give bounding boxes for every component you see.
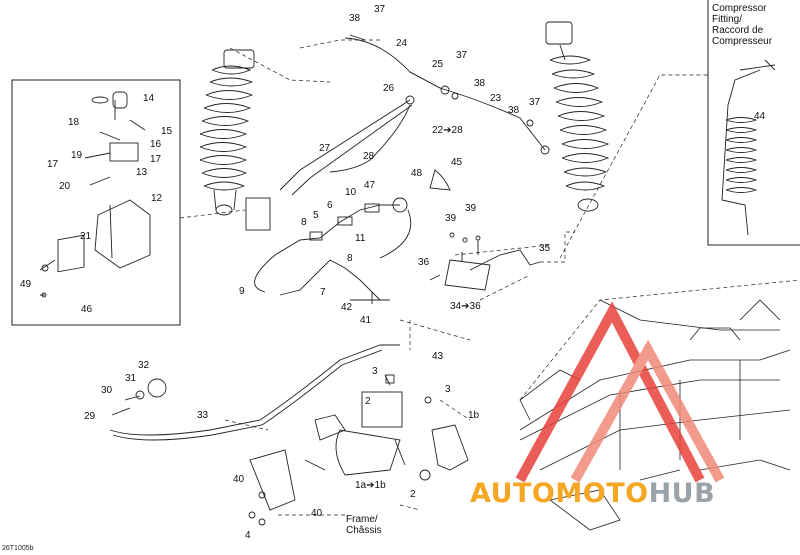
watermark-part2: MOTO — [555, 478, 649, 509]
callout-45: 45 — [451, 157, 463, 168]
callout-7: 7 — [320, 287, 326, 298]
callout-39: 39 — [445, 213, 457, 224]
callout-20: 20 — [59, 181, 71, 192]
callout-17: 17 — [47, 159, 59, 170]
frame-note-line: Châssis — [346, 525, 382, 536]
callout-36: 36 — [418, 257, 430, 268]
callout-27: 27 — [319, 143, 331, 154]
center-valve-lines — [254, 169, 541, 304]
frame-note-line: Frame/ — [346, 514, 378, 525]
solenoid-valve-inset — [245, 197, 271, 231]
callout-1b: 1b — [468, 410, 480, 421]
callout-3: 3 — [445, 384, 451, 395]
callout-32: 32 — [138, 360, 150, 371]
callout-8: 8 — [347, 253, 353, 264]
callout-22-28: 22➔28 — [432, 125, 463, 136]
callout-35: 35 — [539, 243, 551, 254]
drawing-number: 26T1005b — [2, 545, 34, 552]
compressor-unit — [109, 344, 469, 526]
compressor-fitting-hose — [721, 59, 776, 236]
callout-34-36: 34➔36 — [450, 301, 481, 312]
callout-37: 37 — [374, 4, 386, 15]
left-inset-frame — [11, 79, 181, 326]
callout-19: 19 — [71, 150, 83, 161]
callout-5: 5 — [313, 210, 319, 221]
top-air-lines — [279, 34, 550, 196]
callout-37: 37 — [456, 50, 468, 61]
callout-2: 2 — [365, 396, 371, 407]
watermark-part3: HUB — [648, 478, 716, 509]
callout-26: 26 — [383, 83, 395, 94]
callout-23: 23 — [490, 93, 502, 104]
watermark-logo — [515, 301, 725, 483]
callout-41: 41 — [360, 315, 372, 326]
compressor-inset-frame — [707, 0, 800, 246]
callout-24: 24 — [396, 38, 408, 49]
callout-15: 15 — [161, 126, 173, 137]
callout-48: 48 — [411, 168, 423, 179]
manifold-assembly — [39, 91, 151, 298]
callout-37: 37 — [529, 97, 541, 108]
callout-13: 13 — [136, 167, 148, 178]
callout-1a-1b: 1a➔1b — [355, 480, 386, 491]
callout-4: 4 — [245, 530, 251, 541]
callout-40: 40 — [233, 474, 245, 485]
compressor-note-line: Fitting/ — [712, 14, 743, 25]
callout-30: 30 — [101, 385, 113, 396]
callout-43: 43 — [432, 351, 444, 362]
callout-31: 31 — [125, 373, 137, 384]
callout-10: 10 — [345, 187, 357, 198]
watermark-text: AUTOMOTOHUB — [470, 478, 715, 509]
callout-40: 40 — [311, 508, 323, 519]
right-shock-absorber — [545, 21, 610, 212]
callout-3: 3 — [372, 366, 378, 377]
callout-21: 21 — [80, 231, 92, 242]
callout-9: 9 — [239, 286, 245, 297]
compressor-note-line: Compresseur — [712, 36, 773, 47]
compressor-note-line: Raccord de — [712, 25, 764, 36]
callout-46: 46 — [81, 304, 93, 315]
callout-8: 8 — [301, 217, 307, 228]
frame-note: Frame/ Châssis — [346, 514, 382, 536]
compressor-fitting-note: Compressor Fitting/ Raccord de Compresse… — [712, 3, 772, 47]
callout-38: 38 — [474, 78, 486, 89]
callout-47: 47 — [364, 180, 376, 191]
callout-18: 18 — [68, 117, 80, 128]
callout-16: 16 — [150, 139, 162, 150]
callout-28: 28 — [363, 151, 375, 162]
watermark-part1: AUTO — [470, 478, 556, 509]
callout-25: 25 — [432, 59, 444, 70]
callout-42: 42 — [341, 302, 353, 313]
callout-38: 38 — [349, 13, 361, 24]
callout-39: 39 — [465, 203, 477, 214]
callout-33: 33 — [197, 410, 209, 421]
left-shock-absorber — [199, 49, 255, 216]
compressor-note-line: Compressor — [712, 3, 767, 14]
leader-lines — [179, 39, 800, 516]
callout-17: 17 — [150, 154, 162, 165]
callout-38: 38 — [508, 105, 520, 116]
callout-29: 29 — [84, 411, 96, 422]
callout-49: 49 — [20, 279, 32, 290]
callout-2: 2 — [410, 489, 416, 500]
callout-11: 11 — [355, 233, 366, 244]
callout-44: 44 — [754, 111, 766, 122]
callout-14: 14 — [143, 93, 155, 104]
callout-6: 6 — [327, 200, 333, 211]
callout-12: 12 — [151, 193, 163, 204]
